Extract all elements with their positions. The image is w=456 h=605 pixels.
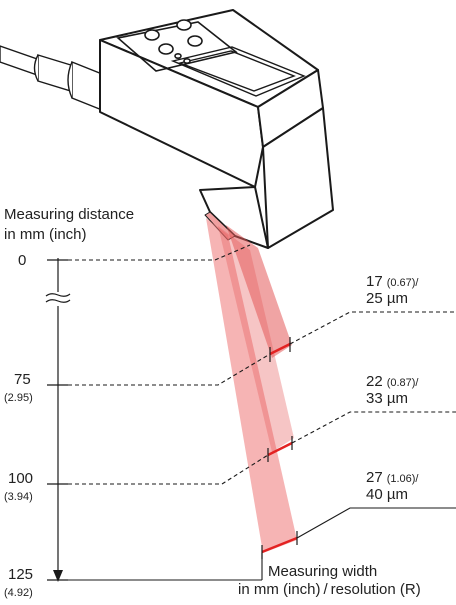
width-title: in mm (inch) / resolution (R) <box>238 581 421 598</box>
axis-title: Measuring distance <box>4 206 134 223</box>
button-icon <box>176 19 192 31</box>
distance-label-inch: (2.95) <box>4 392 33 404</box>
resolution-label: 25 µm <box>366 290 408 307</box>
button-icons <box>144 19 203 64</box>
distance-label-mm: 100 <box>8 470 33 487</box>
led-icon <box>183 57 191 64</box>
laser-beam-outer <box>206 218 297 553</box>
axis-title: in mm (inch) <box>4 226 87 243</box>
button-icon <box>187 35 203 47</box>
laser-beams <box>206 218 297 553</box>
sensor-cable <box>0 45 103 112</box>
distance-label-mm: 0 <box>18 252 26 269</box>
distance-label-mm: 125 <box>8 566 33 583</box>
width-leaders <box>289 311 456 539</box>
distance-axis <box>45 258 71 582</box>
resolution-label: 40 µm <box>366 486 408 503</box>
distance-leaders <box>68 244 271 485</box>
sensor-housing <box>99 9 334 249</box>
led-icon <box>174 52 182 59</box>
laser-beam-return <box>226 225 292 358</box>
width-label: 27(1.06)/ <box>366 469 419 486</box>
width-label: 22(0.87)/ <box>366 373 419 390</box>
measuring-width-lines <box>261 342 298 554</box>
button-icon <box>158 43 174 55</box>
laser-beam-return <box>218 226 294 452</box>
resolution-label: 33 µm <box>366 390 408 407</box>
distance-label-inch: (4.92) <box>4 587 33 599</box>
control-panel <box>116 21 306 97</box>
distance-label-inch: (3.94) <box>4 491 33 503</box>
distance-label-mm: 75 <box>14 371 31 388</box>
button-icon <box>144 29 160 41</box>
width-label: 17(0.67)/ <box>366 273 419 290</box>
width-title: Measuring width <box>268 563 377 580</box>
